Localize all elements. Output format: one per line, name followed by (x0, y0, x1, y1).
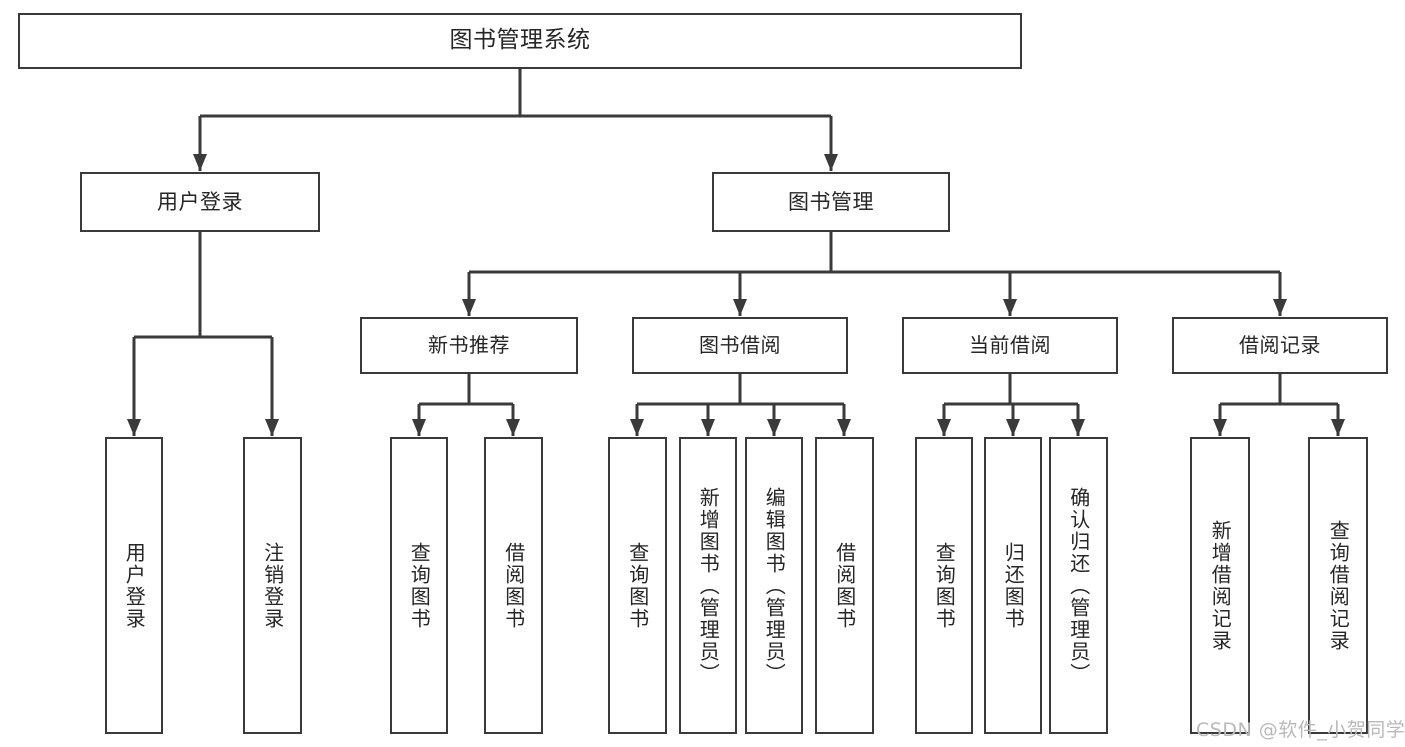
node-leaf-add-book[interactable]: 新增图书（管理员） (679, 437, 737, 734)
watermark-text: CSDN @软件_小贺同学 (1196, 719, 1405, 741)
node-leaf-user-login[interactable]: 用户登录 (105, 437, 163, 734)
node-label-leaf-query-book-3: 查询图书 (932, 541, 957, 630)
node-leaf-logout[interactable]: 注销登录 (243, 437, 302, 734)
node-leaf-borrow-book-1[interactable]: 借阅图书 (484, 437, 543, 734)
node-label-new-book-recommend: 新书推荐 (428, 332, 510, 357)
node-label-user-login: 用户登录 (157, 189, 243, 214)
node-leaf-edit-book[interactable]: 编辑图书（管理员） (745, 437, 803, 734)
node-label-borrow-record: 借阅记录 (1239, 332, 1321, 357)
node-label-leaf-query-book-2: 查询图书 (625, 541, 650, 630)
node-user-login[interactable]: 用户登录 (80, 172, 320, 232)
node-leaf-query-book-3[interactable]: 查询图书 (915, 437, 973, 734)
node-label-root: 图书管理系统 (449, 27, 591, 54)
node-label-leaf-add-book: 新增图书（管理员） (696, 486, 721, 685)
node-book-borrow[interactable]: 图书借阅 (632, 317, 848, 374)
node-book-manage[interactable]: 图书管理 (712, 172, 950, 232)
node-label-leaf-return-book: 归还图书 (1001, 541, 1026, 630)
node-leaf-add-record[interactable]: 新增借阅记录 (1190, 437, 1250, 734)
node-label-leaf-query-book-1: 查询图书 (407, 541, 432, 630)
node-leaf-query-record[interactable]: 查询借阅记录 (1308, 437, 1368, 734)
node-label-leaf-user-login: 用户登录 (122, 541, 147, 630)
node-label-book-borrow: 图书借阅 (699, 332, 781, 357)
node-new-book-recommend[interactable]: 新书推荐 (360, 317, 578, 374)
node-label-leaf-confirm-return: 确认归还（管理员） (1066, 486, 1091, 685)
node-root[interactable]: 图书管理系统 (18, 13, 1022, 69)
node-leaf-query-book-2[interactable]: 查询图书 (608, 437, 667, 734)
node-leaf-query-book-1[interactable]: 查询图书 (390, 437, 448, 734)
node-label-leaf-borrow-book-2: 借阅图书 (832, 541, 857, 630)
node-label-leaf-query-record: 查询借阅记录 (1326, 519, 1351, 652)
node-leaf-confirm-return[interactable]: 确认归还（管理员） (1049, 437, 1108, 734)
node-label-leaf-edit-book: 编辑图书（管理员） (762, 486, 787, 685)
node-label-current-borrow: 当前借阅 (969, 332, 1051, 357)
node-label-leaf-add-record: 新增借阅记录 (1208, 519, 1233, 652)
node-current-borrow[interactable]: 当前借阅 (902, 317, 1118, 374)
node-label-leaf-logout: 注销登录 (260, 541, 285, 630)
node-leaf-borrow-book-2[interactable]: 借阅图书 (815, 437, 874, 734)
node-leaf-return-book[interactable]: 归还图书 (984, 437, 1042, 734)
node-label-book-manage: 图书管理 (788, 189, 874, 214)
node-label-leaf-borrow-book-1: 借阅图书 (501, 541, 526, 630)
node-borrow-record[interactable]: 借阅记录 (1172, 317, 1388, 374)
